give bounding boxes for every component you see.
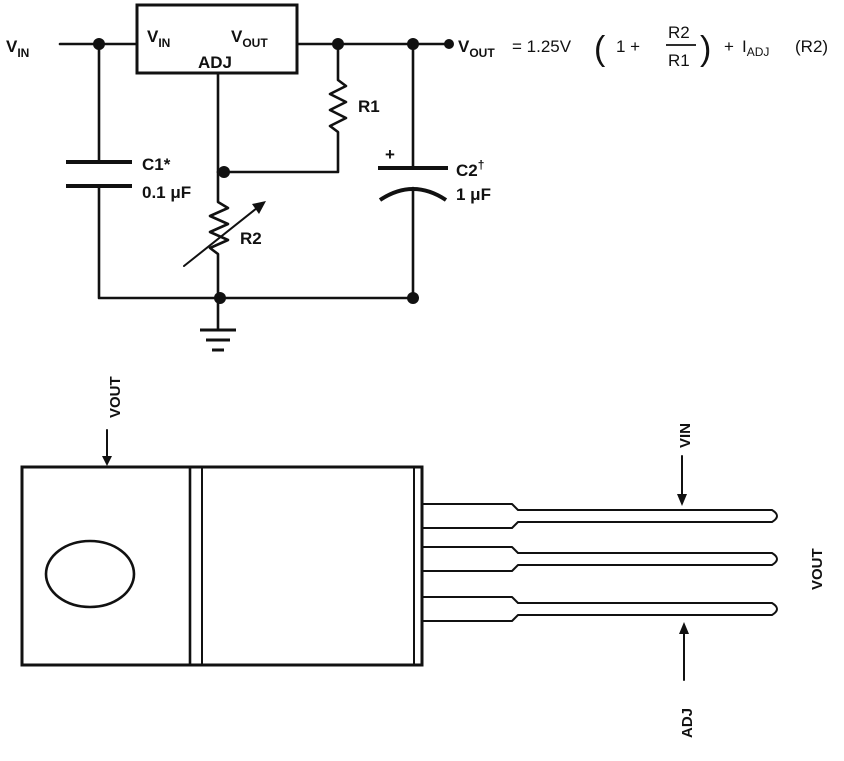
r1-resistor xyxy=(216,42,348,174)
c2-value: 1 μF xyxy=(456,185,491,204)
regulator-adj-pin: ADJ xyxy=(198,53,232,72)
equation-one-plus: 1 + xyxy=(616,37,640,56)
package-outline: VOUT VIN VOUT ADJ xyxy=(20,376,826,738)
lead-vin xyxy=(421,503,778,529)
equation-plus: + xyxy=(724,37,734,56)
equation-open-paren: ( xyxy=(594,30,606,68)
lead-adj xyxy=(421,596,778,622)
regulator-vin-pin: VIN xyxy=(147,27,170,50)
junction-ground xyxy=(214,292,226,304)
lead-adj-label: ADJ xyxy=(679,708,696,738)
schematic: VIN VIN VOUT ADJ R1 R2 C1* xyxy=(6,3,828,352)
junction-c2-bottom xyxy=(407,292,419,304)
regulator-vout-pin: VOUT xyxy=(231,27,268,50)
r2-resistor xyxy=(208,170,230,300)
vin-input-label: VIN xyxy=(6,37,29,60)
r2-adjust-arrow xyxy=(183,203,263,267)
mounting-hole xyxy=(44,539,136,609)
lead-vin-arrow-head xyxy=(677,494,687,506)
lead-vout xyxy=(421,546,778,572)
lead-vout-label: VOUT xyxy=(809,548,826,590)
equation-close-paren: ) xyxy=(700,30,711,68)
tab-vout-arrow-head xyxy=(102,456,112,466)
c1-value: 0.1 μF xyxy=(142,183,191,202)
equation-tail: (R2) xyxy=(795,37,828,56)
regulator-box xyxy=(135,3,299,75)
equation-denominator: R1 xyxy=(668,51,690,70)
ground-icon xyxy=(200,328,236,352)
c1-wire-bottom xyxy=(97,184,415,300)
output-equation: VOUT = 1.25V ( 1 + R2 R1 ) + IADJ (R2) xyxy=(458,23,828,70)
equation-lhs: VOUT xyxy=(458,37,495,60)
c2-name: C2† xyxy=(456,158,484,180)
c2-polarity: + xyxy=(385,145,395,164)
r2-label: R2 xyxy=(240,229,262,248)
lead-adj-arrow-head xyxy=(679,622,689,634)
r2-arrow-head xyxy=(252,201,266,214)
tab-vout-label: VOUT xyxy=(107,376,124,418)
equation-iadj: IADJ xyxy=(742,37,769,59)
vout-terminal xyxy=(444,39,454,49)
r1-label: R1 xyxy=(358,97,380,116)
lead-vin-label: VIN xyxy=(677,423,694,448)
equation-numerator: R2 xyxy=(668,23,690,42)
c1-name: C1* xyxy=(142,155,171,174)
junction-adj xyxy=(218,166,230,178)
equation-equals: = 1.25V xyxy=(512,37,572,56)
